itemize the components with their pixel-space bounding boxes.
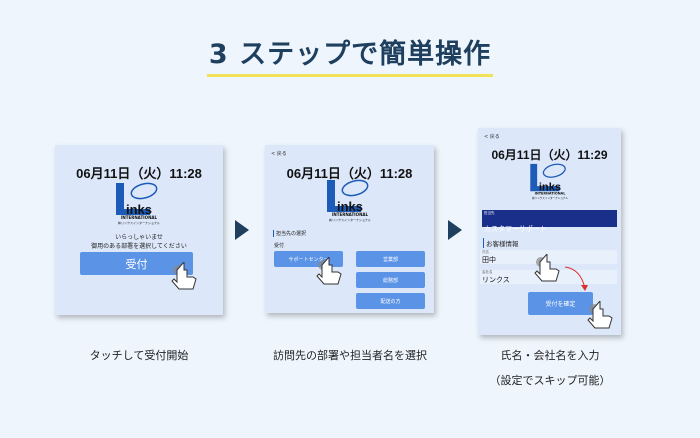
step1-screen: 06月11日（火）11:28 inks INTERNATIONAL ㈱リンクスイ…	[55, 145, 223, 315]
dept-delivery-button[interactable]: 配送の方	[356, 293, 425, 309]
dept-sales-button[interactable]: 営業部	[356, 251, 425, 267]
svg-text:inks: inks	[126, 202, 152, 217]
svg-text:inks: inks	[337, 199, 363, 214]
clock: 06月11日（火）11:29	[491, 148, 608, 162]
clock: 06月11日（火）11:28	[286, 166, 413, 181]
step2-screen: < 戻る 06月11日（火）11:28 inks INTERNATIONAL ㈱…	[265, 145, 434, 313]
step3-screen: < 戻る 06月11日（火）11:29 inks INTERNATIONAL ㈱…	[478, 128, 621, 335]
svg-text:INTERNATIONAL: INTERNATIONAL	[331, 212, 368, 217]
name-input[interactable]: 氏名田中	[480, 250, 617, 264]
page-title: 3 ステップで簡単操作	[0, 38, 700, 77]
clock: 06月11日（火）11:28	[76, 166, 202, 181]
step3-caption: 氏名・会社名を入力	[500, 349, 600, 362]
svg-text:㈱リンクスインターナショナル: ㈱リンクスインターナショナル	[329, 217, 371, 222]
links-logo: inks INTERNATIONAL ㈱リンクスインターナショナル	[529, 163, 568, 200]
hand-pointer-icon	[171, 262, 197, 290]
svg-text:INTERNATIONAL: INTERNATIONAL	[534, 192, 566, 196]
back-button[interactable]: < 戻る	[484, 134, 500, 140]
guide-arrow-icon	[564, 266, 588, 291]
selected-dept: 担当先 カスタマーサポート	[482, 210, 617, 233]
confirm-button[interactable]: 受付を確定	[528, 292, 593, 315]
next-arrow-icon	[448, 220, 462, 240]
svg-text:㈱リンクスインターナショナル: ㈱リンクスインターナショナル	[532, 196, 568, 200]
links-logo: inks INTERNATIONAL ㈱リンクスインターナショナル	[326, 179, 371, 222]
step3-caption-note: （設定でスキップ可能）	[489, 374, 611, 387]
hand-pointer-icon	[316, 257, 342, 285]
back-button[interactable]: < 戻る	[271, 151, 287, 157]
svg-text:㈱リンクスインターナショナル: ㈱リンクスインターナショナル	[118, 220, 160, 225]
dept-general-button[interactable]: 総務部	[356, 272, 425, 288]
step1-caption: タッチして受付開始	[89, 349, 189, 362]
step2-caption: 訪問先の部署や担当者名を選択	[273, 349, 427, 362]
hand-pointer-icon	[534, 254, 560, 282]
svg-text:INTERNATIONAL: INTERNATIONAL	[121, 215, 158, 220]
reception-button[interactable]: 受付	[80, 252, 193, 275]
links-logo: inks INTERNATIONAL ㈱リンクスインターナショナル	[116, 182, 160, 225]
hand-pointer-icon	[587, 301, 613, 329]
svg-text:inks: inks	[538, 181, 560, 193]
next-arrow-icon	[235, 220, 249, 240]
